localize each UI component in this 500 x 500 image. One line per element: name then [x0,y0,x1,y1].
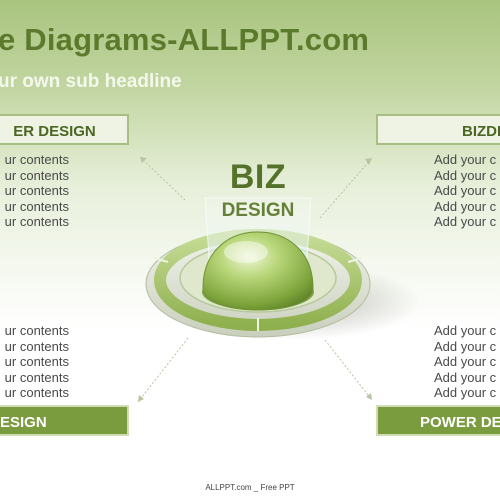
label-box-top-left: ER DESIGN [0,114,129,145]
list-item: ur contents [4,183,69,199]
label-box-bottom-right: POWER DE [376,405,500,436]
connector-arrows [137,156,373,403]
label-bottom-left: ESIGN [0,414,47,431]
list-item: ur contents [4,369,69,385]
arrow-top-right [319,157,373,219]
list-item: Add your c [434,385,497,401]
center-title-design: DESIGN [221,200,295,221]
arrow-bottom-left [137,337,189,403]
label-top-left: ER DESIGN [13,123,96,140]
center-dome [202,231,314,311]
list-item: ur contents [4,354,69,370]
list-item: Add your c [434,354,497,370]
list-item: Add your c [434,152,497,167]
list-item: ur contents [4,385,69,401]
slide-subtitle: ur own sub headline [0,71,182,92]
contents-list-top-left: ur contents ur contents ur contents ur c… [5,152,69,230]
list-item: Add your c [434,183,497,199]
center-title-biz: BIZ [229,158,287,196]
list-item: ur contents [4,214,69,230]
list-item: ur contents [4,152,69,167]
contents-list-bottom-left: ur contents ur contents ur contents ur c… [5,323,69,401]
footer-credit: ALLPPT.com _ Free PPT [205,483,295,492]
label-bottom-right: POWER DE [420,414,500,431]
list-item: Add your c [434,167,497,183]
list-item: ur contents [4,198,69,214]
list-item: Add your c [434,323,497,338]
contents-list-top-right: Add your c Add your c Add your c Add you… [434,152,496,230]
arrow-top-left [139,156,186,201]
arrow-bottom-right [324,339,373,401]
list-item: ur contents [4,167,69,183]
list-item: Add your c [434,338,497,354]
list-item: Add your c [434,369,497,385]
label-box-bottom-left: ESIGN [0,405,129,436]
dome-highlight [224,241,268,263]
list-item: Add your c [434,214,497,230]
list-item: ur contents [4,338,69,354]
slide-title: e Diagrams-ALLPPT.com [0,22,370,57]
list-item: ur contents [4,323,69,338]
contents-list-bottom-right: Add your c Add your c Add your c Add you… [434,323,496,401]
list-item: Add your c [434,198,497,214]
